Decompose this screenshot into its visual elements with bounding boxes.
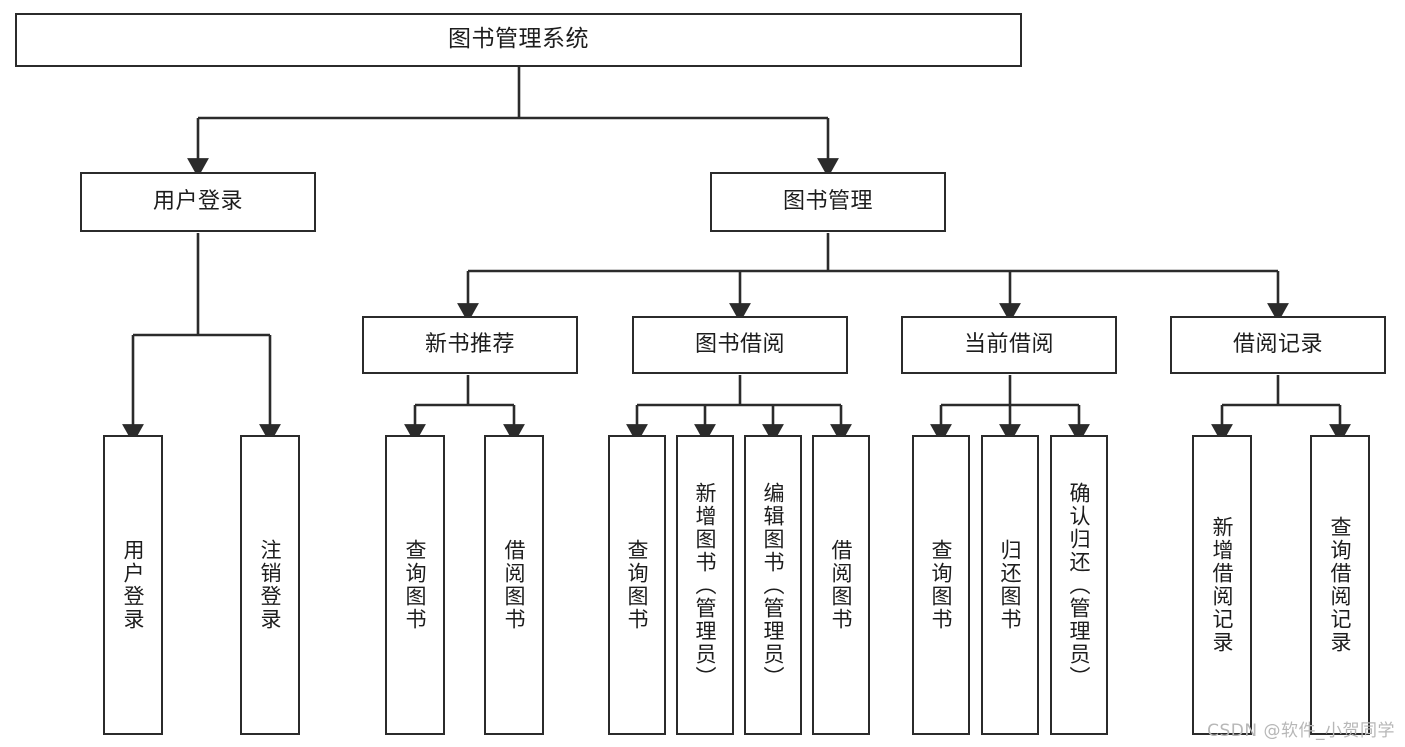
node-leaf-query-book-3-label: 查询图书 [929,539,954,631]
node-leaf-borrow-book-1[interactable]: 借阅图书 [484,435,544,735]
node-leaf-query-book-1-label: 查询图书 [403,539,428,631]
node-leaf-edit-book[interactable]: 编辑图书（管理员） [744,435,802,735]
node-current-borrow-label: 当前借阅 [963,332,1054,358]
node-leaf-borrow-book-2[interactable]: 借阅图书 [812,435,870,735]
node-book-borrow-label: 图书借阅 [694,332,785,358]
node-leaf-user-login[interactable]: 用户登录 [103,435,163,735]
node-leaf-add-record-label: 新增借阅记录 [1210,516,1235,654]
node-borrow-record[interactable]: 借阅记录 [1170,316,1386,374]
node-leaf-user-logout-label: 注销登录 [258,539,283,631]
node-leaf-query-book-2-label: 查询图书 [625,539,650,631]
node-leaf-return-book-label: 归还图书 [998,539,1023,631]
node-user-login-label: 用户登录 [152,189,243,215]
node-root-label: 图书管理系统 [448,26,589,53]
node-leaf-add-book[interactable]: 新增图书（管理员） [676,435,734,735]
node-leaf-borrow-book-2-label: 借阅图书 [829,539,854,631]
node-user-login[interactable]: 用户登录 [80,172,316,232]
node-leaf-user-login-label: 用户登录 [121,539,146,631]
node-new-book-recommend-label: 新书推荐 [424,332,515,358]
node-leaf-query-book-2[interactable]: 查询图书 [608,435,666,735]
node-root[interactable]: 图书管理系统 [15,13,1022,67]
csdn-watermark: CSDN @软件_小贺同学 [1207,721,1395,741]
node-borrow-record-label: 借阅记录 [1232,332,1323,358]
node-book-borrow[interactable]: 图书借阅 [632,316,848,374]
node-leaf-add-record[interactable]: 新增借阅记录 [1192,435,1252,735]
node-leaf-borrow-book-1-label: 借阅图书 [502,539,527,631]
node-leaf-user-logout[interactable]: 注销登录 [240,435,300,735]
node-leaf-query-book-3[interactable]: 查询图书 [912,435,970,735]
node-leaf-return-book[interactable]: 归还图书 [981,435,1039,735]
node-current-borrow[interactable]: 当前借阅 [901,316,1117,374]
node-leaf-edit-book-label: 编辑图书（管理员） [761,481,786,689]
node-leaf-query-record-label: 查询借阅记录 [1328,516,1353,654]
node-leaf-confirm-return-label: 确认归还（管理员） [1067,481,1092,689]
node-book-manage[interactable]: 图书管理 [710,172,946,232]
node-leaf-query-record[interactable]: 查询借阅记录 [1310,435,1370,735]
node-leaf-query-book-1[interactable]: 查询图书 [385,435,445,735]
node-leaf-confirm-return[interactable]: 确认归还（管理员） [1050,435,1108,735]
node-book-manage-label: 图书管理 [782,189,873,215]
node-leaf-add-book-label: 新增图书（管理员） [693,481,718,689]
node-new-book-recommend[interactable]: 新书推荐 [362,316,578,374]
